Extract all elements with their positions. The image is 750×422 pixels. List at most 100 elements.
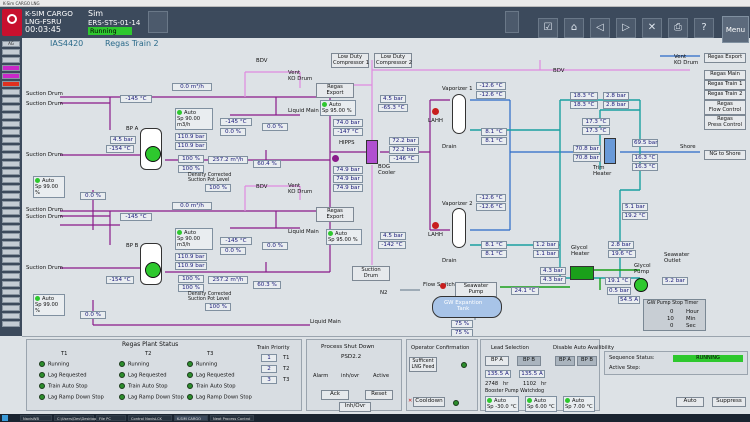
- glycol-pump-icon[interactable]: [634, 278, 648, 292]
- sidebar-item[interactable]: [2, 265, 20, 271]
- sidebar-item[interactable]: [2, 169, 20, 175]
- back-icon[interactable]: ◁: [590, 18, 610, 38]
- trim-heater-icon[interactable]: [604, 138, 616, 164]
- sidebar-item[interactable]: [2, 241, 20, 247]
- disable-bp-a-button[interactable]: BP A: [555, 356, 575, 366]
- sidebar-item[interactable]: [2, 105, 20, 111]
- camera-icon[interactable]: [505, 11, 519, 33]
- regas-press-control-nav-button[interactable]: Regas Press Control: [704, 115, 746, 130]
- regas-train1-nav-button[interactable]: Regas Train 1: [704, 80, 746, 90]
- regas-export-link[interactable]: Regas Export: [316, 83, 354, 98]
- ng-to-shore-link[interactable]: NG to Shore: [704, 150, 746, 160]
- sidebar-item[interactable]: [2, 145, 20, 151]
- density-label: Density Corrected Suction Pot Level: [188, 173, 232, 183]
- sidebar-item[interactable]: [2, 185, 20, 191]
- sidebar-item[interactable]: [2, 193, 20, 199]
- low-duty-compressor-1-button[interactable]: Low Duty Compressor 1: [331, 53, 369, 68]
- seawater-pump-button[interactable]: Seawater Pump: [455, 282, 497, 297]
- sidebar-item[interactable]: [2, 97, 20, 103]
- menu-button[interactable]: Menu: [722, 16, 749, 43]
- taskbar-item[interactable]: C:\Users\Dev\Desktop: [54, 415, 96, 421]
- print-icon[interactable]: ⎙: [668, 18, 688, 38]
- forward-icon[interactable]: ▷: [616, 18, 636, 38]
- train-priority-t2[interactable]: 2: [261, 365, 277, 373]
- sufficient-lng-feed-button[interactable]: Sufficent LNG Feed: [409, 357, 437, 372]
- lead-bp-b-button[interactable]: BP B: [517, 356, 541, 366]
- sidebar-item[interactable]: [2, 297, 20, 303]
- sidebar-item[interactable]: [2, 89, 20, 95]
- taskbar-item[interactable]: Control NavisLCK LabV: [128, 415, 172, 421]
- booster-pump-a-icon[interactable]: [145, 146, 161, 162]
- auto-button[interactable]: Auto: [676, 397, 704, 407]
- sidebar-item[interactable]: [2, 305, 20, 311]
- sidebar-item[interactable]: [2, 177, 20, 183]
- sidebar-item[interactable]: [2, 281, 20, 287]
- ack-button[interactable]: Ack: [321, 390, 349, 400]
- sidebar-item[interactable]: [2, 201, 20, 207]
- sidebar-item-alarm[interactable]: [2, 65, 20, 71]
- suction-drum-link[interactable]: Suction Drum: [352, 266, 390, 281]
- lead-bp-a-button[interactable]: BP A: [485, 356, 509, 366]
- sidebar-item[interactable]: [2, 209, 20, 215]
- bog-cooler-icon[interactable]: [366, 140, 378, 164]
- cooldown-button[interactable]: Cooldown: [413, 397, 445, 407]
- low-duty-compressor-2-button[interactable]: Low Duty Compressor 2: [374, 53, 412, 68]
- sidebar-item[interactable]: [2, 289, 20, 295]
- checklist-icon[interactable]: ☑: [538, 18, 558, 38]
- taskbar-item[interactable]: NavisWB Status: [20, 415, 52, 421]
- sidebar-item[interactable]: [2, 313, 20, 319]
- train-priority-t1[interactable]: 1: [261, 354, 277, 362]
- sidebar-item[interactable]: [2, 129, 20, 135]
- sidebar-item[interactable]: [2, 153, 20, 159]
- suppress-button[interactable]: Suppress: [712, 397, 746, 407]
- regas-export-link[interactable]: Regas Export: [316, 207, 354, 222]
- glycol-heater-icon[interactable]: [570, 266, 594, 280]
- taskbar-item[interactable]: File PC: [96, 415, 126, 421]
- vaporizer-1-icon[interactable]: [452, 94, 466, 134]
- help-icon[interactable]: ?: [694, 18, 714, 38]
- sidebar-item[interactable]: [2, 217, 20, 223]
- sidebar-item[interactable]: [2, 137, 20, 143]
- sidebar-item[interactable]: [2, 161, 20, 167]
- disable-bp-b-button[interactable]: BP B: [577, 356, 597, 366]
- vaporizer-2-icon[interactable]: [452, 208, 466, 248]
- taskbar-item[interactable]: Neat Process Control: [210, 415, 254, 421]
- sidebar-item-alarm[interactable]: [2, 73, 20, 79]
- sidebar-item[interactable]: [2, 273, 20, 279]
- regas-main-nav-button[interactable]: Regas Main: [704, 70, 746, 80]
- booster-pump-b-icon[interactable]: [145, 262, 161, 278]
- train-priority-t3[interactable]: 3: [261, 376, 277, 384]
- sidebar-item[interactable]: [2, 257, 20, 263]
- reset-button[interactable]: Reset: [365, 390, 393, 400]
- home-icon[interactable]: ⌂: [564, 18, 584, 38]
- sidebar-item-alarm[interactable]: [2, 81, 20, 87]
- sidebar-item[interactable]: [2, 57, 20, 63]
- sidebar-item[interactable]: [2, 321, 20, 327]
- scroll-indicator[interactable]: [148, 11, 168, 33]
- regas-flow-control-nav-button[interactable]: Regas Flow Control: [704, 100, 746, 115]
- gw-expansion-tank-icon[interactable]: [432, 296, 502, 318]
- sidebar-item[interactable]: [2, 249, 20, 255]
- sidebar-item[interactable]: [2, 233, 20, 239]
- inhovr-button[interactable]: Inh/Ovr: [339, 402, 371, 412]
- alarm-mute-icon[interactable]: ✕: [642, 18, 662, 38]
- taskbar-item-active[interactable]: K-SIM CARGO: [174, 415, 208, 421]
- sidebar-item[interactable]: [2, 113, 20, 119]
- start-icon[interactable]: [2, 415, 8, 421]
- sidebar-item[interactable]: [2, 121, 20, 127]
- hipps-valve-icon[interactable]: [332, 155, 339, 162]
- sidebar-item[interactable]: [2, 49, 20, 55]
- sidebar-item[interactable]: [2, 225, 20, 231]
- sidebar-item[interactable]: AG: [2, 41, 20, 47]
- regas-train2-nav-button[interactable]: Regas Train 2: [704, 90, 746, 100]
- regas-export-nav-button[interactable]: Regas Export: [704, 53, 746, 63]
